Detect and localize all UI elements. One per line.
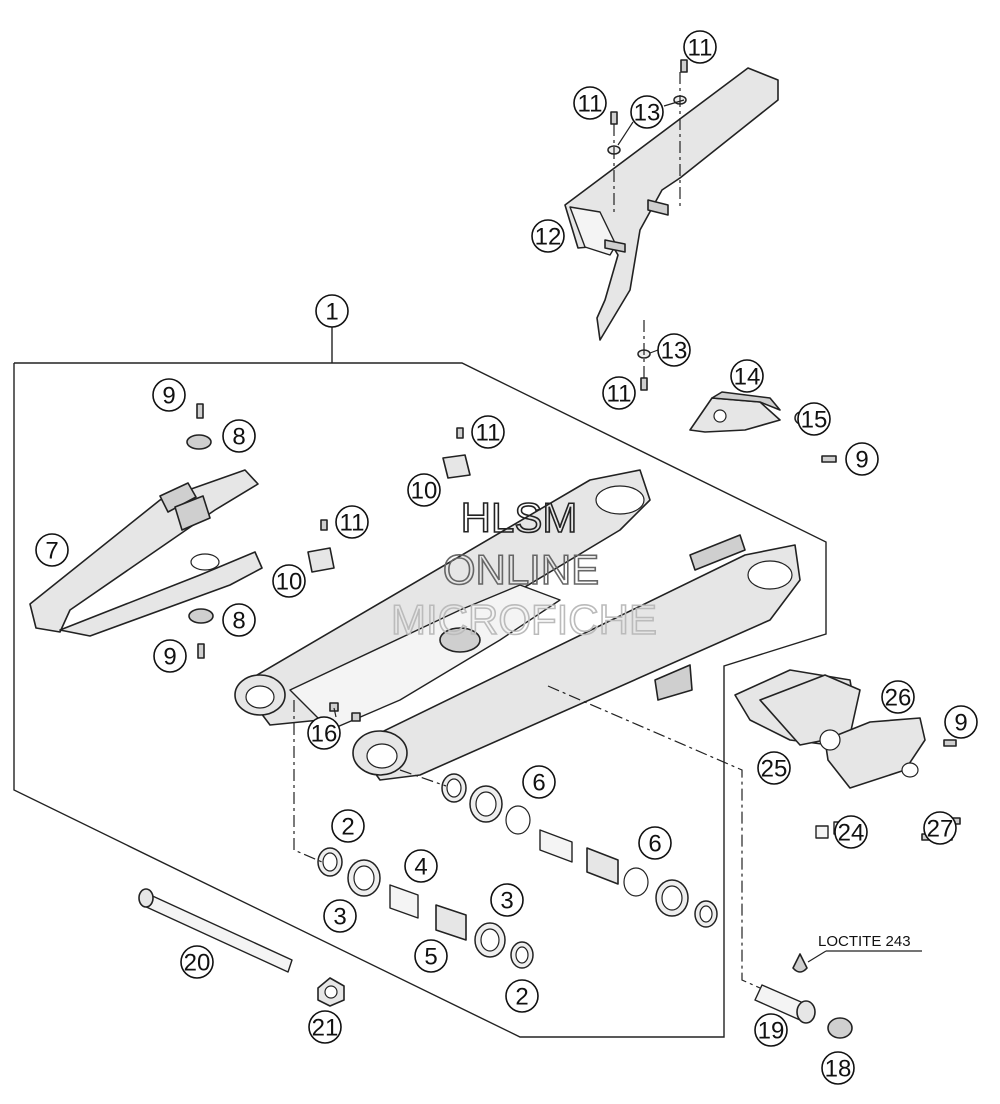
callout-11c: 11 bbox=[602, 376, 636, 410]
watermark-line1: HLSM bbox=[461, 494, 578, 541]
callout-6b: 6 bbox=[638, 826, 672, 860]
callout-3b: 3 bbox=[490, 883, 524, 917]
svg-text:5: 5 bbox=[424, 944, 437, 971]
callout-2b: 2 bbox=[505, 979, 539, 1013]
svg-text:18: 18 bbox=[825, 1056, 852, 1083]
svg-text:9: 9 bbox=[855, 447, 868, 474]
callout-14: 14 bbox=[730, 359, 764, 393]
svg-text:14: 14 bbox=[734, 364, 761, 391]
svg-text:7: 7 bbox=[45, 538, 58, 565]
callout-19: 19 bbox=[754, 1013, 788, 1047]
svg-text:27: 27 bbox=[927, 816, 954, 843]
callout-1: 1 bbox=[315, 294, 349, 328]
callout-3a: 3 bbox=[323, 899, 357, 933]
callout-20: 20 bbox=[180, 945, 214, 979]
svg-text:11: 11 bbox=[578, 91, 603, 118]
svg-text:11: 11 bbox=[476, 420, 501, 447]
callout-8a: 8 bbox=[222, 419, 256, 453]
callout-10a: 10 bbox=[407, 473, 441, 507]
svg-text:10: 10 bbox=[276, 569, 303, 596]
callout-21: 21 bbox=[308, 1010, 342, 1044]
callout-4: 4 bbox=[404, 849, 438, 883]
callout-9a: 9 bbox=[152, 378, 186, 412]
callout-7: 7 bbox=[35, 533, 69, 567]
callout-11d: 11 bbox=[471, 415, 505, 449]
callout-16: 16 bbox=[307, 716, 341, 750]
loctite-label: LOCTITE 243 bbox=[818, 933, 911, 950]
callout-25: 25 bbox=[757, 751, 791, 785]
callout-11b: 11 bbox=[573, 86, 607, 120]
svg-text:6: 6 bbox=[648, 831, 661, 858]
pivot-bolt bbox=[754, 953, 853, 1039]
assembly-bracket bbox=[13, 327, 827, 1038]
callout-10b: 10 bbox=[272, 564, 306, 598]
svg-text:1: 1 bbox=[325, 299, 338, 326]
svg-text:8: 8 bbox=[232, 424, 245, 451]
sprocket-guard bbox=[689, 391, 781, 433]
callout-26: 26 bbox=[881, 680, 915, 714]
svg-text:16: 16 bbox=[311, 721, 338, 748]
svg-text:13: 13 bbox=[661, 338, 688, 365]
callout-8b: 8 bbox=[222, 603, 256, 637]
callout-27: 27 bbox=[923, 811, 957, 845]
svg-text:13: 13 bbox=[634, 100, 661, 127]
swingarm bbox=[234, 469, 801, 781]
callout-15: 15 bbox=[797, 402, 831, 436]
svg-text:3: 3 bbox=[500, 888, 513, 915]
svg-text:9: 9 bbox=[163, 644, 176, 671]
callout-2a: 2 bbox=[331, 809, 365, 843]
chain-guard bbox=[564, 67, 779, 341]
svg-text:19: 19 bbox=[758, 1018, 785, 1045]
svg-text:11: 11 bbox=[607, 381, 632, 408]
callout-11e: 11 bbox=[335, 505, 369, 539]
svg-text:6: 6 bbox=[532, 770, 545, 797]
svg-text:11: 11 bbox=[688, 35, 713, 62]
callout-24: 24 bbox=[834, 815, 868, 849]
svg-text:8: 8 bbox=[232, 608, 245, 635]
svg-text:12: 12 bbox=[535, 224, 562, 251]
svg-text:15: 15 bbox=[801, 407, 828, 434]
callout-18: 18 bbox=[821, 1051, 855, 1085]
svg-text:21: 21 bbox=[312, 1015, 339, 1042]
callout-5: 5 bbox=[414, 939, 448, 973]
svg-text:3: 3 bbox=[333, 904, 346, 931]
svg-text:9: 9 bbox=[954, 710, 967, 737]
svg-text:9: 9 bbox=[162, 383, 175, 410]
callout-11a: 11 bbox=[683, 30, 717, 64]
svg-text:2: 2 bbox=[341, 814, 354, 841]
callout-13b: 13 bbox=[657, 333, 691, 367]
svg-text:2: 2 bbox=[515, 984, 528, 1011]
watermark: HLSM ONLINE MICROFICHE bbox=[390, 493, 658, 644]
svg-text:25: 25 bbox=[761, 756, 788, 783]
watermark-line3: MICROFICHE bbox=[391, 596, 657, 643]
watermark-line2: ONLINE bbox=[443, 546, 599, 593]
chain-slider bbox=[29, 469, 263, 637]
svg-text:26: 26 bbox=[885, 685, 912, 712]
pivot-axle bbox=[138, 888, 345, 1007]
callout-9d: 9 bbox=[944, 705, 978, 739]
callout-6a: 6 bbox=[522, 765, 556, 799]
callout-9b: 9 bbox=[153, 639, 187, 673]
callout-13a: 13 bbox=[630, 95, 664, 129]
alignment-lines bbox=[293, 72, 761, 989]
svg-text:4: 4 bbox=[414, 854, 427, 881]
bearings-and-seals bbox=[317, 773, 718, 969]
callout-12: 12 bbox=[531, 219, 565, 253]
callout-9c: 9 bbox=[845, 442, 879, 476]
svg-text:11: 11 bbox=[340, 510, 365, 537]
svg-text:10: 10 bbox=[411, 478, 438, 505]
leader-lines bbox=[333, 99, 922, 963]
svg-text:24: 24 bbox=[838, 820, 865, 847]
svg-text:20: 20 bbox=[184, 950, 211, 977]
chain-guide bbox=[734, 669, 926, 789]
